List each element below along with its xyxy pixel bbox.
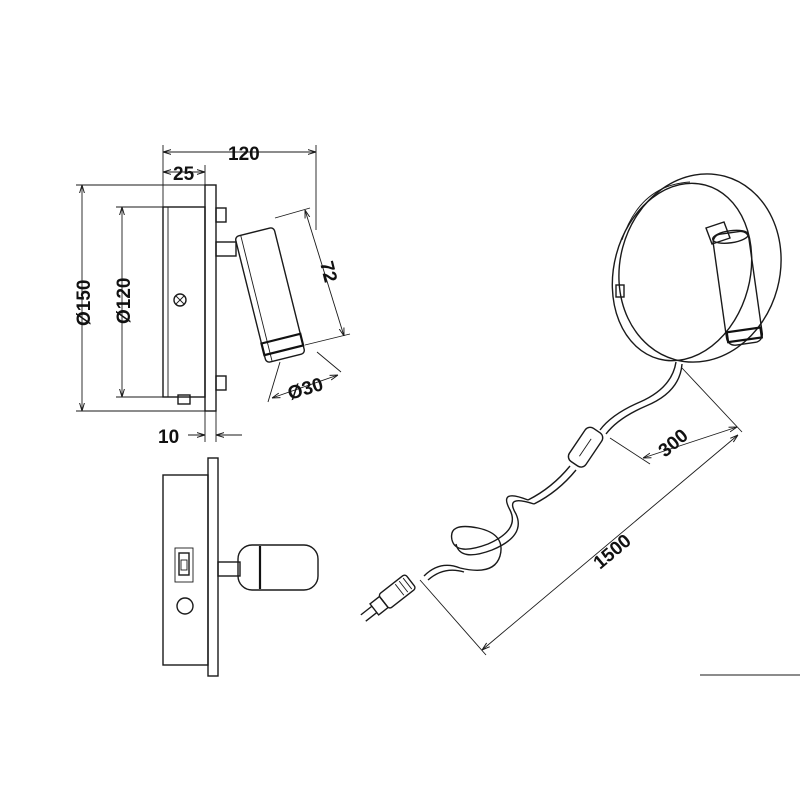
plug-icon <box>360 574 416 622</box>
dim-1500: 1500 <box>419 435 738 656</box>
dim-120: 120 <box>162 144 317 230</box>
side-housing <box>162 206 206 398</box>
dim-72: 72 <box>274 207 351 346</box>
dim-label-120: 120 <box>228 144 260 165</box>
button-icon <box>176 597 194 615</box>
dim-label-10: 10 <box>158 427 179 448</box>
dim-label-d150: Ø150 <box>74 280 95 326</box>
inline-switch-icon <box>567 426 604 468</box>
dim-label-25: 25 <box>173 164 195 185</box>
dim-label-1500: 1500 <box>590 531 636 574</box>
dim-10: 10 <box>158 411 242 448</box>
bottom-spotlight <box>237 544 319 591</box>
perspective-view <box>611 173 782 363</box>
side-wall-plate <box>204 184 217 412</box>
persp-housing <box>611 182 753 362</box>
persp-back-plate <box>618 173 782 363</box>
dim-d120: Ø120 <box>114 206 163 398</box>
switch-icon <box>174 547 194 583</box>
dim-label-d120: Ø120 <box>114 278 135 324</box>
bottom-view <box>162 457 319 677</box>
side-view <box>162 184 305 412</box>
dim-label-300: 300 <box>655 425 693 461</box>
side-spotlight <box>235 227 305 363</box>
dim-d150: Ø150 <box>74 184 205 412</box>
dim-25: 25 <box>163 164 206 185</box>
persp-spotlight <box>711 229 764 346</box>
screw-icon <box>173 293 187 307</box>
dim-label-d30: Ø30 <box>285 374 325 405</box>
cable <box>360 361 683 622</box>
bottom-wall-plate <box>207 457 219 677</box>
dim-label-72: 72 <box>315 259 340 285</box>
